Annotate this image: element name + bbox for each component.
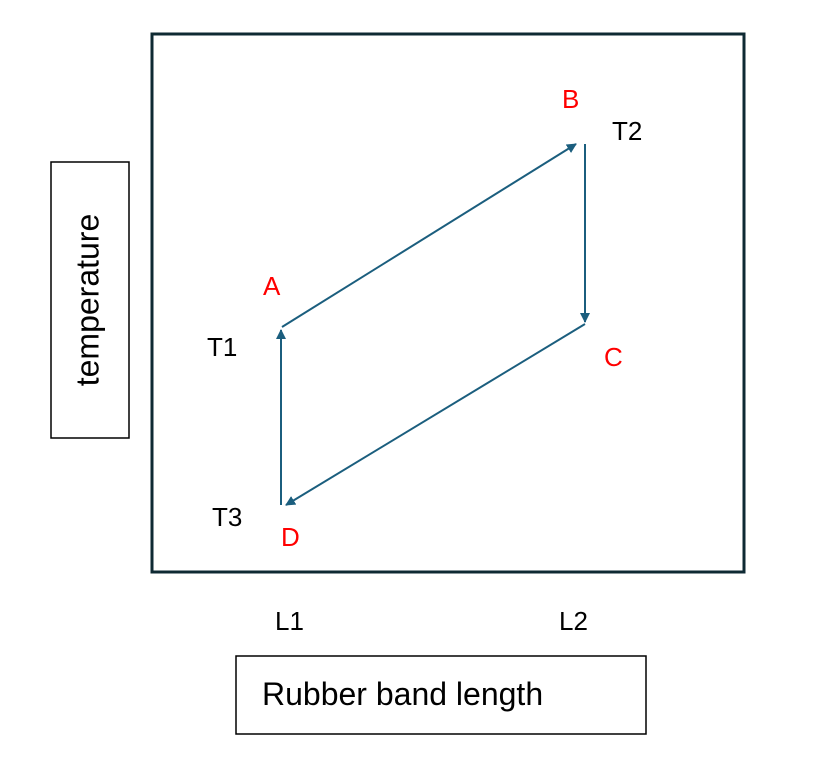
length-label-l2: L2 <box>559 606 588 636</box>
point-label-c: C <box>604 342 623 372</box>
point-label-b: B <box>562 84 579 114</box>
x-axis-title-box <box>235 655 647 735</box>
y-axis-title: temperature <box>69 214 105 387</box>
temperature-label-t1: T1 <box>207 332 237 362</box>
arrow-c-to-d <box>285 323 586 506</box>
temperature-label-t3: T3 <box>212 502 242 532</box>
cycle-arrows <box>276 143 590 506</box>
arrow-a-to-b <box>281 143 577 328</box>
y-axis-title-box <box>50 161 130 439</box>
point-label-a: A <box>263 271 281 301</box>
temperature-label-t2: T2 <box>612 116 642 146</box>
plot-frame <box>150 32 746 574</box>
length-label-l1: L1 <box>275 606 304 636</box>
x-axis-title: Rubber band length <box>262 676 543 712</box>
point-label-d: D <box>281 522 300 552</box>
